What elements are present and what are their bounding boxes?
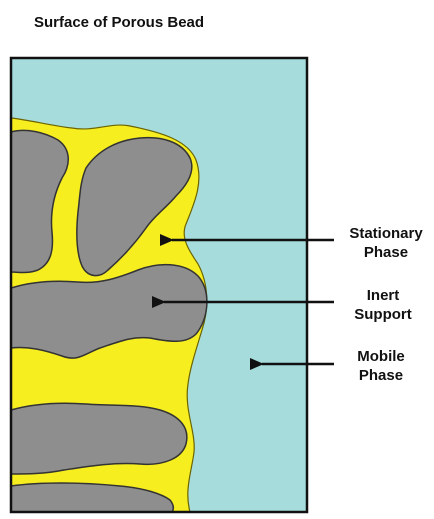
- inert-support-label: Inert Support: [336, 286, 430, 324]
- mobile-phase-label-line1: Mobile: [336, 347, 426, 366]
- stationary-phase-label-line1: Stationary: [336, 224, 434, 243]
- mobile-phase-label: Mobile Phase: [336, 347, 426, 385]
- mobile-phase-label-line2: Phase: [336, 366, 426, 385]
- stationary-phase-label-line2: Phase: [336, 243, 434, 262]
- inert-support-blob: [11, 403, 187, 474]
- inert-support-label-line2: Support: [336, 305, 430, 324]
- inert-support-label-line1: Inert: [336, 286, 430, 305]
- stationary-phase-label: Stationary Phase: [336, 224, 434, 262]
